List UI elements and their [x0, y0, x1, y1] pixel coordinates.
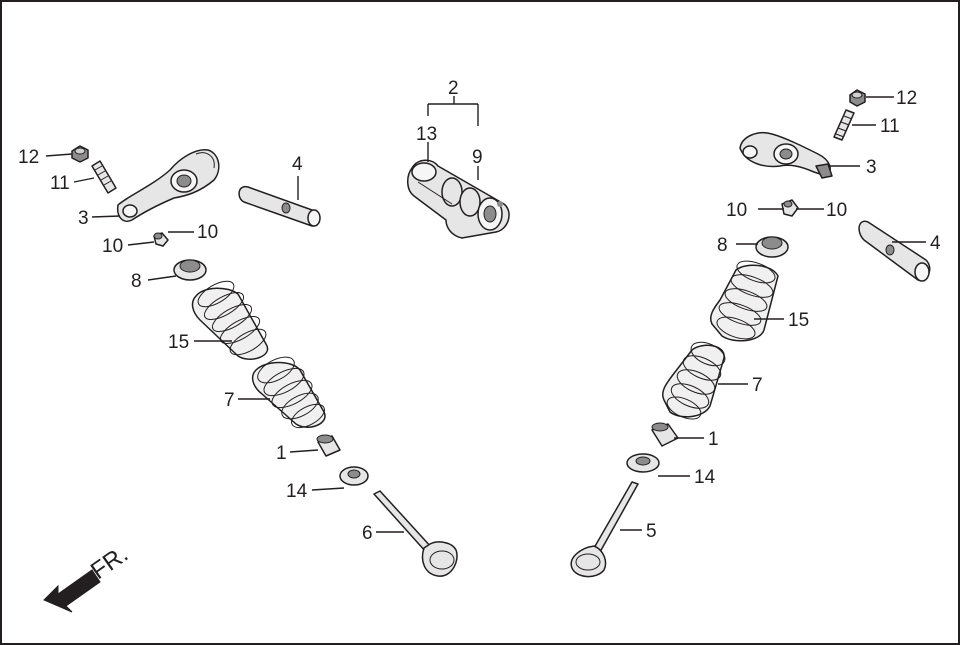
callout-2-center: 2: [448, 78, 459, 99]
callout-3-left: 3: [78, 208, 89, 229]
valve-right: [570, 481, 639, 578]
callout-3-right: 3: [866, 157, 877, 178]
rocker-shaft-right: [858, 220, 931, 282]
callout-12-right: 12: [896, 88, 917, 109]
inner-spring-right: [709, 260, 779, 342]
callout-9-center: 9: [472, 147, 483, 168]
callout-12-left: 12: [18, 147, 39, 168]
lock-nut-left: [71, 145, 89, 163]
callout-15-left: 15: [168, 332, 189, 353]
callout-7-left: 7: [224, 390, 235, 411]
callout-10-right-b: 10: [826, 200, 847, 221]
inner-spring-left: [191, 280, 269, 360]
spring-seat-right: [626, 453, 660, 473]
callout-5-right: 5: [646, 521, 657, 542]
valve-seal-left: [316, 434, 341, 457]
leader-lines: [45, 96, 926, 533]
callout-10-left-b: 10: [197, 222, 218, 243]
front-arrow-icon: [43, 569, 101, 613]
callout-6-left: 6: [362, 523, 373, 544]
callout-1-right: 1: [708, 429, 719, 450]
callout-7-right: 7: [752, 375, 763, 396]
roller-right: [781, 199, 799, 217]
rocker-arm-left: [116, 149, 220, 222]
callout-14-left: 14: [286, 481, 308, 502]
callout-labels: 12 11 3 10 10 8 15 7 1 14 6 4 2 13 9 12 …: [18, 78, 941, 544]
callout-4-left: 4: [292, 154, 303, 175]
callout-10-right-a: 10: [726, 200, 747, 221]
spring-retainer-right: [755, 236, 789, 258]
callout-8-left: 8: [131, 271, 142, 292]
callout-11-left: 11: [50, 173, 70, 194]
outer-spring-left: [251, 356, 326, 429]
callout-8-right: 8: [717, 235, 728, 256]
callout-14-right: 14: [694, 467, 716, 488]
lock-nut-right: [849, 89, 866, 107]
callout-10-left-a: 10: [102, 236, 123, 257]
callout-4-right: 4: [930, 233, 941, 254]
callout-11-right: 11: [880, 116, 900, 137]
adjust-screw-left: [91, 160, 117, 194]
spring-seat-left: [339, 466, 369, 486]
callout-1-left: 1: [276, 443, 287, 464]
callout-15-right: 15: [788, 310, 809, 331]
adjust-screw-right: [833, 109, 855, 141]
roller-left: [153, 232, 169, 247]
valve-left: [373, 490, 458, 577]
rocker-arm-right: [739, 132, 833, 179]
spring-retainer-left: [173, 259, 207, 281]
callout-13-center: 13: [416, 124, 437, 145]
outer-spring-right: [661, 341, 726, 420]
rocker-shaft-left: [238, 185, 321, 227]
camshaft: [407, 159, 510, 239]
